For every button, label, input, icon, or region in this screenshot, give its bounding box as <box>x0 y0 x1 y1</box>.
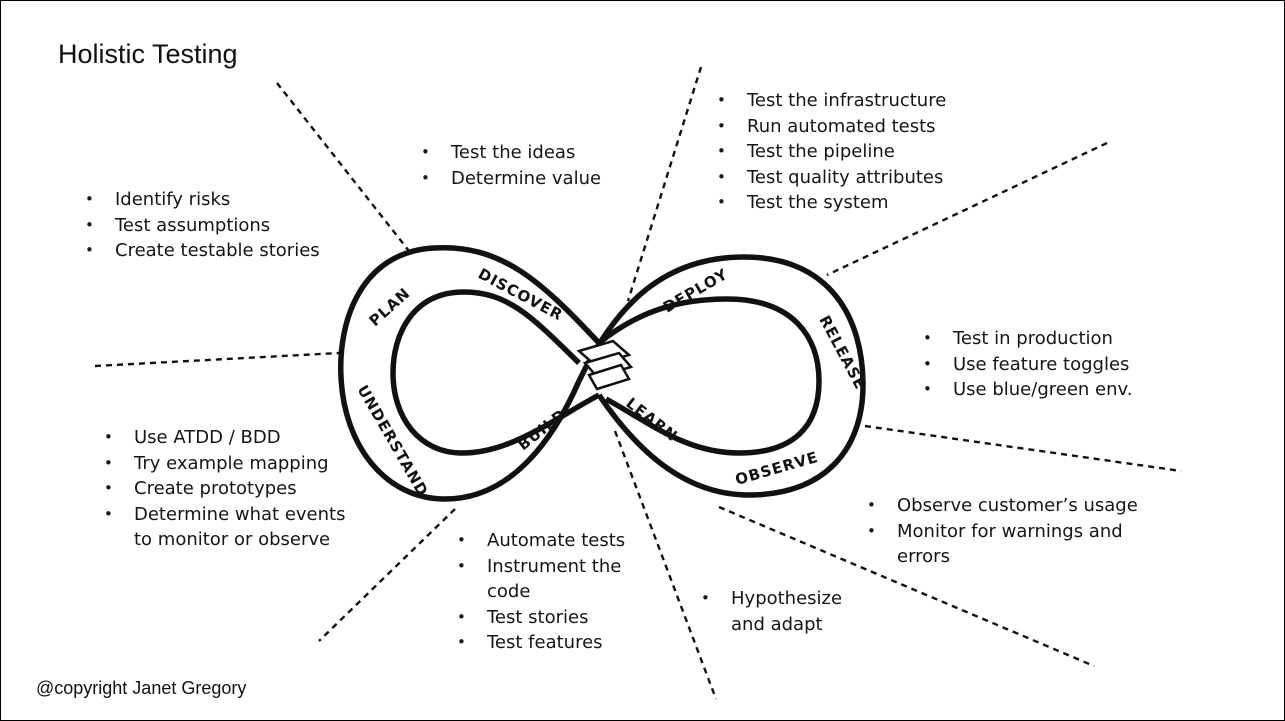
divider-plan-discover <box>276 82 410 252</box>
list-item-continuation: errors <box>897 546 950 567</box>
list-item: Test assumptions <box>85 213 320 239</box>
plan-bullets: Identify risks Test assumptions Create t… <box>85 187 320 264</box>
build-bullets: Automate tests Instrument the code Test … <box>457 528 625 656</box>
chevron-icon <box>587 363 631 391</box>
list-item: Test the ideas <box>421 140 601 166</box>
list-item-continuation: code <box>487 581 531 602</box>
list-item: Test the infrastructure <box>717 88 946 114</box>
understand-bullets: Use ATDD / BDD Try example mapping Creat… <box>104 425 345 553</box>
list-item: Identify risks <box>85 187 320 213</box>
divider-understand-plan <box>94 351 340 368</box>
copyright-notice: @copyright Janet Gregory <box>36 678 247 698</box>
list-item: Hypothesize <box>701 586 842 612</box>
learn-bullets: Hypothesize and adapt <box>701 586 842 637</box>
divider-lines <box>94 66 1182 700</box>
list-item: Test the pipeline <box>717 139 946 165</box>
release-bullets: Test in production Use feature toggles U… <box>923 326 1133 403</box>
list-item: Use blue/green env. <box>923 377 1133 403</box>
infinity-band <box>338 244 866 502</box>
list-item-continuation: and adapt <box>731 613 823 635</box>
list-item: Determine what events <box>104 502 345 528</box>
list-item: Observe customer’s usage <box>867 493 1138 519</box>
list-item-continuation: to monitor or observe <box>134 529 331 550</box>
observe-bullets: Observe customer’s usage Monitor for war… <box>867 493 1138 570</box>
infinity-inner-right <box>597 296 822 456</box>
list-item: Test stories <box>457 605 625 631</box>
list-item: Test in production <box>923 326 1133 352</box>
divider-build-understand <box>318 508 456 642</box>
divider-observe-learn <box>718 505 1095 668</box>
list-item: Run automated tests <box>717 114 946 140</box>
list-item: Use ATDD / BDD <box>104 425 345 451</box>
list-item: Create prototypes <box>104 476 345 502</box>
infinity-inner-left <box>390 289 601 456</box>
divider-release-observe <box>864 424 1182 473</box>
list-item: Automate tests <box>457 528 625 554</box>
deploy-bullets: Test the infrastructure Run automated te… <box>717 88 946 216</box>
infinity-outer-right <box>576 254 866 498</box>
list-item: Test quality attributes <box>717 165 946 191</box>
slide-title: Holistic Testing <box>58 39 238 69</box>
list-item: Test features <box>457 630 625 656</box>
divider-deploy-release <box>826 141 1108 277</box>
divider-discover-deploy <box>626 66 703 302</box>
list-item: Test the system <box>717 190 946 216</box>
chevron-icon <box>582 351 634 379</box>
crossing-chevrons <box>576 339 634 391</box>
list-item: Determine value <box>421 166 601 192</box>
list-item: Create testable stories <box>85 238 320 264</box>
list-item: Instrument the <box>457 554 625 580</box>
list-item: Monitor for warnings and <box>867 519 1138 545</box>
list-item: Use feature toggles <box>923 352 1133 378</box>
discover-bullets: Test the ideas Determine value <box>421 140 601 191</box>
list-item: Try example mapping <box>104 451 345 477</box>
infinity-outer-left <box>338 244 602 502</box>
divider-learn-build <box>613 430 718 700</box>
